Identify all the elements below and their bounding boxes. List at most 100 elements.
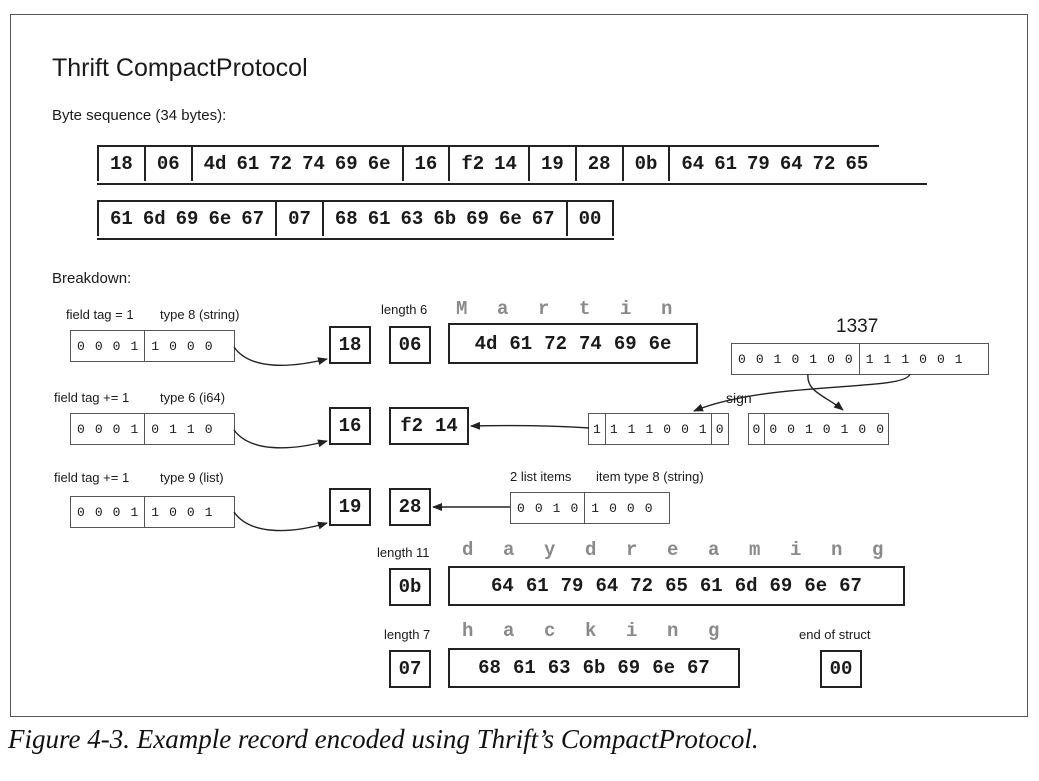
field2-bit: 1 [169, 421, 177, 437]
field1-bit: 0 [169, 338, 177, 354]
byte-group: 07 [275, 200, 322, 236]
list-bit: 0 [626, 500, 635, 516]
byte-value: 67 [839, 575, 862, 597]
arrow-field3 [233, 511, 328, 532]
ascii-char: i [626, 620, 638, 642]
n1337-bit: 0 [936, 351, 945, 367]
byte-value: 69 [175, 208, 199, 230]
byte-value: 4d [474, 332, 498, 355]
ascii-char: r [626, 539, 638, 561]
varint-bit: 0 [715, 421, 724, 437]
list-bit: 1 [591, 500, 600, 516]
byte-group: 16 [401, 145, 449, 181]
field3-bit: 0 [169, 504, 177, 520]
n1337-bit: 0 [738, 351, 746, 367]
n1337-bit: 1 [883, 351, 892, 367]
byte-value: 64 [595, 575, 619, 597]
n1337-bit: 1 [901, 351, 910, 367]
byte-value: 69 [466, 208, 489, 230]
ascii-char: t [579, 298, 591, 320]
field1-bit: 0 [186, 338, 195, 354]
n1337-bit: 0 [791, 351, 800, 367]
byte-value: 69 [613, 332, 637, 355]
list-bit: 0 [644, 500, 653, 516]
field3-bit: 1 [151, 504, 160, 520]
byte-value: 4d [203, 153, 227, 175]
field3-bit: 0 [77, 504, 85, 520]
byte-group: 06 [143, 145, 191, 181]
length7-label: length 7 [384, 627, 431, 642]
byte-value: 72 [812, 153, 836, 175]
ascii-char: i [620, 298, 632, 320]
field3-type-label: type 9 (list) [160, 470, 224, 485]
byte-value: 64 [681, 153, 705, 175]
byte-value: 6e [367, 153, 391, 175]
byte-value: 72 [630, 575, 654, 597]
byte-value: 68 [478, 657, 501, 679]
field1-byte: 18 [329, 326, 371, 364]
field2-bit: 0 [112, 421, 121, 437]
byte-value: 61 [236, 153, 260, 175]
ascii-char: d [462, 539, 474, 561]
n1337-bit: 0 [827, 351, 835, 367]
number-1337-label: 1337 [836, 316, 879, 337]
n1337-bit: 1 [865, 351, 874, 367]
varint-bit: 0 [876, 421, 884, 437]
field3-bit: 0 [112, 504, 121, 520]
field2-type-label: type 6 (i64) [160, 390, 226, 405]
field1-bit: 1 [130, 338, 139, 354]
field3-byte: 19 [329, 488, 371, 526]
list-bit: 0 [570, 500, 579, 516]
field2-bit: 0 [151, 421, 160, 437]
field2-byte: 16 [329, 407, 371, 445]
ascii-char: h [462, 620, 474, 642]
field3-bit: 0 [94, 504, 103, 520]
byte-value: 18 [110, 153, 133, 175]
ascii-char: e [667, 539, 679, 561]
byte-value: 79 [747, 153, 770, 175]
list-count-label: 2 list items [510, 469, 572, 484]
ascii-char: n [667, 620, 679, 642]
n1337-bit: 0 [844, 351, 853, 367]
field3-tag-label: field tag += 1 [54, 470, 130, 485]
byte-value: 74 [302, 153, 325, 175]
figure-frame [10, 14, 1028, 717]
byte-value: 06 [156, 153, 180, 175]
varint-bit: 1 [840, 421, 849, 437]
list-bit: 0 [517, 500, 525, 516]
byte-value: 6b [433, 208, 457, 230]
ascii-char: a [503, 620, 515, 642]
byte-group: 19 [527, 145, 575, 181]
ascii-char: n [831, 539, 843, 561]
byte-group: 18 [97, 145, 144, 181]
byte-value: 6e [208, 208, 232, 230]
byte-group: 00 [565, 200, 615, 236]
arrow-varint [470, 421, 590, 430]
byte-value: 14 [435, 415, 458, 437]
varint-bit: 1 [645, 421, 654, 437]
byte-value: 61 [714, 153, 737, 175]
field2-bit: 1 [186, 421, 195, 437]
